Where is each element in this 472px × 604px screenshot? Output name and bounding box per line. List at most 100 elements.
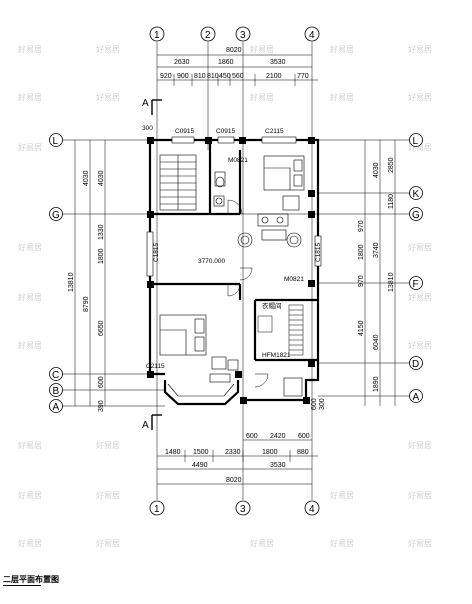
dimension: 900 [177,73,189,80]
windows [146,136,322,277]
watermark: 好易居 [18,242,42,252]
dimension: 13810 [68,272,75,292]
axis-label: G [412,210,420,221]
watermark: 好易居 [408,242,432,252]
axis-label: 3 [240,504,246,515]
dimension: 4490 [192,462,208,469]
watermark: 好易居 [18,44,42,54]
doors [227,199,269,388]
window-label: C2115 [265,128,284,135]
dimension: 13810 [388,272,395,292]
section-mark-label: A [142,420,149,431]
watermark: 好易居 [96,538,120,548]
watermark: 好易居 [18,142,42,152]
dimension-lines-top [157,54,318,86]
dimension: 390 [98,400,105,412]
door-label: M0821 [228,157,248,164]
dimension: 1180 [388,194,395,209]
dimension: 600 [98,376,105,388]
walls [148,138,320,406]
dimension: 3530 [270,462,286,469]
axis-label: A [413,392,420,403]
bathroom-fixtures [213,171,226,207]
dimension: 600 [298,433,310,440]
window-label: C1815 [153,242,160,262]
dimension: 4030 [373,162,380,178]
watermark: 好易居 [250,538,274,548]
dimension: 300 [142,125,153,132]
dimension: 970 [358,220,365,232]
window-label: C2115 [146,363,165,370]
watermark: 好易居 [330,490,354,500]
watermark: 好易居 [96,490,120,500]
axis-label: 4 [309,30,315,41]
watermark: 好易居 [408,490,432,500]
watermark: 好易居 [408,538,432,548]
window-label: C1815 [315,242,322,262]
dimension: 2330 [225,449,241,456]
dimension: 3740 [373,242,380,258]
hall-furniture [237,213,302,248]
watermark: 好易居 [250,44,274,54]
balcony [167,377,303,397]
axis-label: G [52,210,60,221]
dimension: 1800 [358,244,365,260]
dimension: 2850 [388,157,395,173]
section-mark-label: A [142,98,149,109]
dimension: 1480 [165,449,181,456]
dimension: 8020 [226,477,242,484]
dimension: 970 [358,275,365,287]
watermark: 好易居 [330,92,354,102]
axis-label: 1 [154,30,160,41]
bed-bottom-left [159,314,239,383]
watermark: 好易居 [18,292,42,302]
dimension: 3530 [270,59,286,66]
watermark: 好易居 [96,440,120,450]
axis-label: L [53,136,59,147]
dimension: 880 [297,449,309,456]
watermark: 好易居 [408,92,432,102]
door-label: M0821 [284,276,304,283]
dimension: 810 [194,73,206,80]
watermark: 好易居 [18,538,42,548]
dimension: 4030 [83,170,90,186]
watermark: 好易居 [18,92,42,102]
watermark: 好易居 [408,440,432,450]
dimension-lines-left [74,140,106,406]
dimension: 1500 [193,449,209,456]
dimension: 600 [246,433,258,440]
dimension: 2100 [266,73,282,80]
columns [147,137,315,404]
dimension-lines-bottom [157,439,318,485]
dimension: 560 [232,73,244,80]
watermark: 好易居 [330,44,354,54]
dimension: 8790 [83,296,90,312]
watermark: 好易居 [408,292,432,302]
dimension: 4150 [358,320,365,336]
watermark: 好易居 [18,440,42,450]
dimension: 2630 [174,59,190,66]
axis-label: 1 [154,504,160,515]
watermark: 好易居 [330,538,354,548]
axis-label: A [53,402,60,413]
wardrobe-shelving [257,304,304,356]
watermark: 好易居 [250,92,274,102]
dimension: 1330 [98,224,105,240]
dimension: 1890 [373,376,380,392]
dimension: 920 [160,73,172,80]
staircase [159,154,197,211]
dimension: 450 [219,73,231,80]
dimension: 6650 [98,320,105,336]
axis-label: 4 [309,504,315,515]
column-bubbles-top [149,26,320,42]
watermark-layer: 好易居 好易居 好易居 好易居 好易居 好易居 好易居 好易居 好易居 好易居 … [18,44,432,548]
row-bubbles-left [49,133,63,413]
watermark: 好易居 [96,44,120,54]
axis-label: L [413,136,419,147]
dimension: 810 [207,73,219,80]
dimension: 6040 [373,334,380,350]
door-label: HFM1821 [262,352,291,359]
section-marks [151,99,162,430]
room-label: 衣帽间 [262,301,282,310]
